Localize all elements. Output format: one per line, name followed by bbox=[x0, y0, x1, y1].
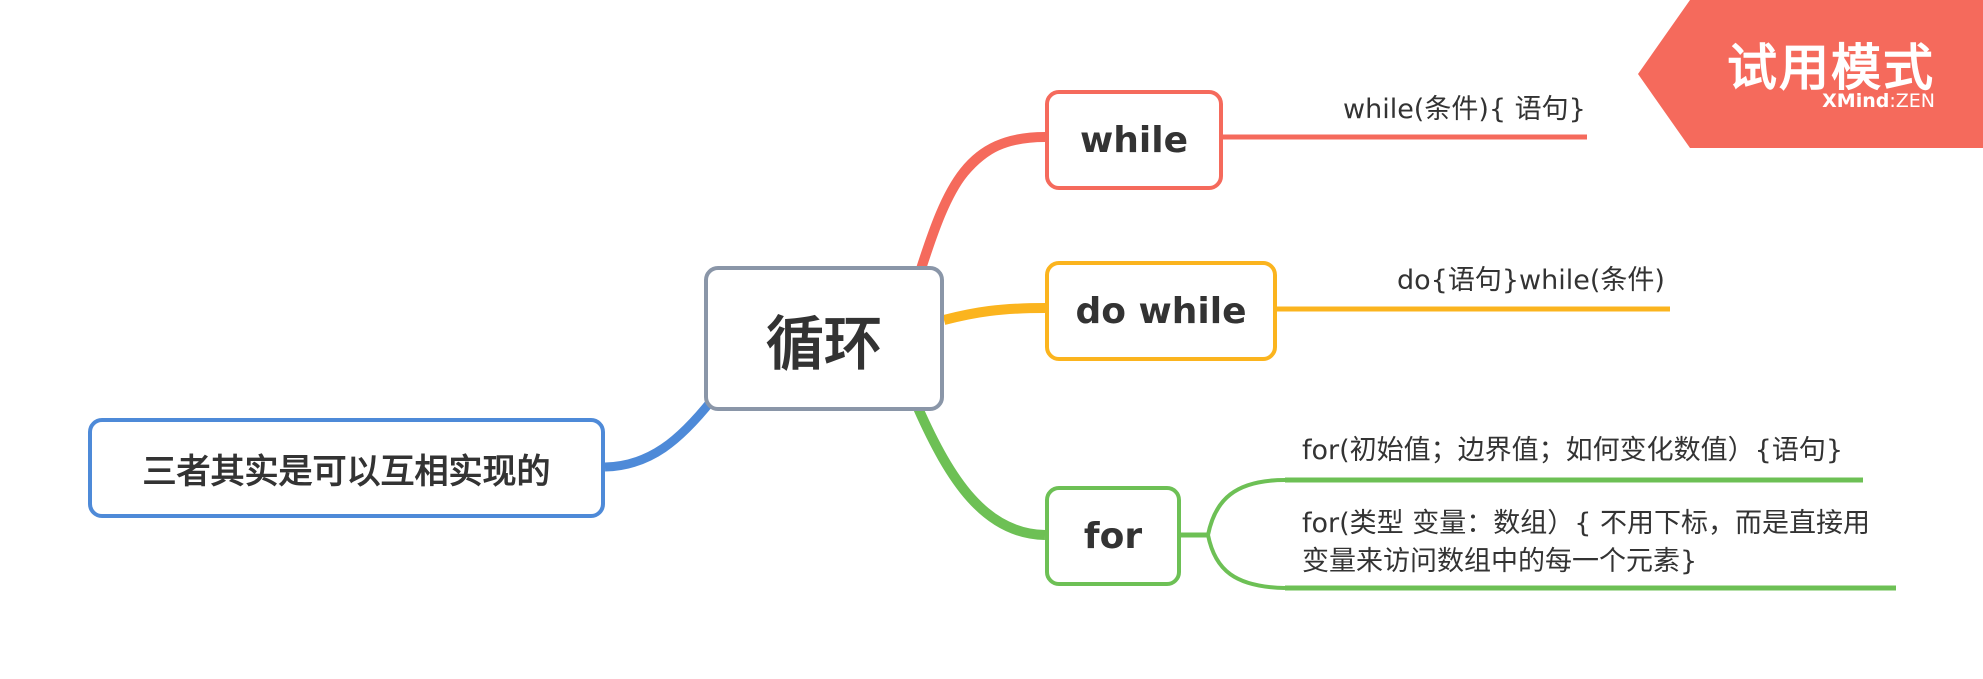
topic-for-label: for bbox=[1083, 515, 1143, 557]
topic-left[interactable]: 三者其实是可以互相实现的 bbox=[88, 418, 605, 518]
badge-edition: :ZEN bbox=[1889, 90, 1935, 112]
for-detail-connector-2 bbox=[1206, 534, 1286, 590]
topic-while-label: while bbox=[1080, 119, 1188, 161]
connector-do-while bbox=[942, 303, 1046, 325]
for-detail-2-line-2: 变量来访问数组中的每一个元素} bbox=[1302, 546, 1698, 577]
topic-do-while-label: do while bbox=[1075, 290, 1247, 332]
do-while-detail[interactable]: do{语句}while(条件) bbox=[1397, 265, 1665, 296]
topic-while[interactable]: while bbox=[1045, 90, 1223, 190]
connector-left bbox=[604, 397, 716, 472]
while-detail[interactable]: while(条件){ 语句} bbox=[1343, 94, 1586, 125]
badge-title: 试用模式 bbox=[1727, 39, 1935, 97]
for-detail-2[interactable]: for(类型 变量：数组）{ 不用下标，而是直接用 变量来访问数组中的每一个元素… bbox=[1302, 505, 1870, 581]
connector-for bbox=[913, 405, 1046, 540]
topic-left-label: 三者其实是可以互相实现的 bbox=[142, 451, 551, 492]
badge-brand: XMind:ZEN bbox=[1822, 90, 1935, 112]
central-topic[interactable]: 循环 bbox=[704, 266, 944, 411]
for-detail-connector-1 bbox=[1206, 478, 1286, 536]
topic-do-while[interactable]: do while bbox=[1045, 261, 1277, 361]
trial-mode-badge[interactable]: 试用模式 XMind:ZEN bbox=[1638, 0, 1983, 148]
for-detail-2-line-1: for(类型 变量：数组）{ 不用下标，而是直接用 bbox=[1302, 508, 1871, 539]
connector-while-tip bbox=[915, 132, 1046, 274]
badge-brand-name: XMind bbox=[1822, 90, 1890, 112]
badge-shape bbox=[1638, 0, 1983, 148]
topic-for[interactable]: for bbox=[1045, 486, 1181, 586]
for-detail-1[interactable]: for(初始值；边界值；如何变化数值）{语句} bbox=[1302, 435, 1844, 466]
central-topic-label: 循环 bbox=[765, 309, 882, 378]
